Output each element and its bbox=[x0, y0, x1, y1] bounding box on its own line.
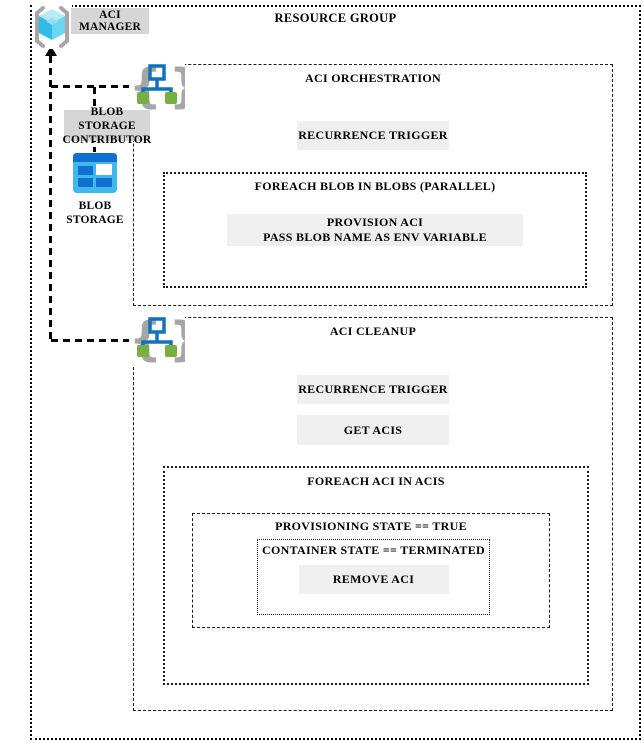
logic-app-icon: { } bbox=[129, 313, 185, 367]
foreach-aci-title: FOREACH ACI IN ACIS bbox=[307, 474, 445, 488]
remove-aci-step: REMOVE ACI bbox=[298, 565, 449, 594]
aci-cleanup-title: ACI CLEANUP bbox=[329, 324, 417, 338]
arrowhead-to-aci-manager bbox=[45, 46, 57, 56]
aci-manager-tag: ACI MANAGER bbox=[71, 8, 149, 34]
aci-cleanup-box: ACI CLEANUP RECURRENCE TRIGGER GET ACIS … bbox=[133, 317, 613, 711]
logic-app-icon: { } bbox=[129, 60, 185, 114]
blob-storage-icon bbox=[72, 152, 118, 196]
provisioning-state-box: PROVISIONING STATE == TRUE CONTAINER STA… bbox=[192, 513, 550, 628]
get-acis-step: GET ACIS bbox=[297, 415, 449, 445]
blob-storage-contributor-tag: BLOB STORAGE CONTRIBUTOR bbox=[62, 105, 152, 146]
foreach-aci-box: FOREACH ACI IN ACIS PROVISIONING STATE =… bbox=[163, 466, 589, 685]
blob-storage-label: BLOB STORAGE bbox=[66, 200, 124, 226]
provision-aci-step: PROVISION ACI PASS BLOB NAME AS ENV VARI… bbox=[227, 214, 523, 246]
aci-orchestration-box: ACI ORCHESTRATION RECURRENCE TRIGGER FOR… bbox=[133, 64, 613, 306]
resource-group-box: RESOURCE GROUP ACI ORCHESTRATION RECURRE… bbox=[30, 5, 641, 740]
container-state-title: CONTAINER STATE == TERMINATED bbox=[262, 543, 485, 557]
cleanup-recurrence-trigger-step: RECURRENCE TRIGGER bbox=[297, 375, 449, 404]
container-instance-cube-icon bbox=[32, 5, 72, 49]
connector-to-orchestration bbox=[51, 85, 133, 88]
container-state-box: CONTAINER STATE == TERMINATED REMOVE ACI bbox=[257, 539, 490, 615]
svg-text:}: } bbox=[169, 313, 185, 366]
aci-orchestration-title: ACI ORCHESTRATION bbox=[305, 71, 441, 85]
foreach-blob-box: FOREACH BLOB IN BLOBS (PARALLEL) PROVISI… bbox=[163, 172, 587, 288]
foreach-blob-title: FOREACH BLOB IN BLOBS (PARALLEL) bbox=[254, 179, 496, 193]
resource-group-title: RESOURCE GROUP bbox=[274, 11, 397, 25]
connector-to-cleanup bbox=[51, 339, 133, 342]
provisioning-state-title: PROVISIONING STATE == TRUE bbox=[275, 519, 467, 533]
svg-text:}: } bbox=[169, 60, 185, 113]
orchestration-recurrence-trigger-step: RECURRENCE TRIGGER bbox=[297, 121, 449, 150]
connector-main-vertical bbox=[49, 56, 52, 342]
